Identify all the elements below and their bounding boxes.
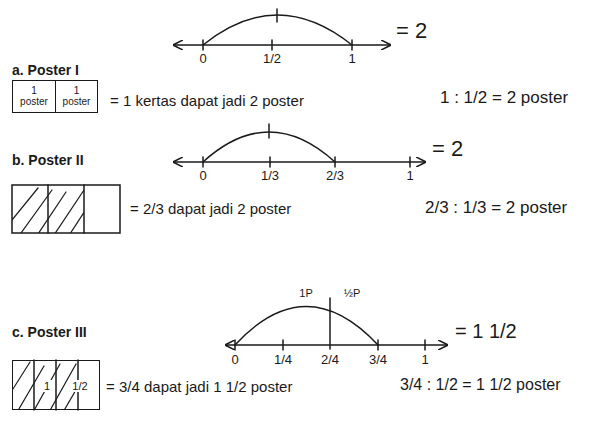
tick (269, 157, 271, 167)
statement-text: = 2/3 dapat jadi 2 poster (130, 200, 291, 217)
cell-text: 1 (42, 380, 52, 392)
tick-label: 0 (199, 169, 206, 184)
number-line (174, 161, 425, 163)
tick-label: 1/4 (274, 353, 292, 368)
divider-line (329, 298, 331, 349)
tick (271, 40, 273, 50)
tick (268, 124, 270, 138)
divider (83, 185, 85, 233)
statement-text: = 3/4 dapat jadi 1 1/2 poster (106, 378, 292, 395)
cell-text: 1 poster (13, 81, 55, 112)
tick-label: 3/4 (369, 353, 387, 368)
part-heading: c. Poster III (12, 324, 87, 340)
tick-label: 1/2 (263, 52, 281, 67)
tick-label: 1/3 (261, 169, 279, 184)
part-heading: a. Poster I (12, 62, 79, 78)
part-heading: b. Poster II (12, 152, 84, 168)
tick (409, 157, 411, 167)
cell-text: 1 poster (55, 81, 97, 112)
result-text: = 2 (396, 18, 427, 43)
tick-label: 1 (406, 169, 413, 184)
poster-box: 1 poster1 poster (12, 80, 98, 113)
equation-text: 2/3 : 1/3 = 2 poster (425, 198, 567, 218)
hatching (12, 188, 84, 233)
divider (47, 185, 49, 233)
result-text: = 1 1/2 (455, 320, 517, 343)
tick (424, 340, 426, 350)
equation-text: 1 : 1/2 = 2 poster (440, 88, 568, 108)
hatching (12, 362, 78, 410)
tick-label: 2/3 (326, 169, 344, 184)
number-line (174, 44, 390, 46)
tick-label: 1 (421, 353, 428, 368)
part-label: 1P (299, 287, 312, 300)
number-line (226, 344, 447, 346)
tick-label: 0 (231, 353, 238, 368)
divider (55, 360, 57, 410)
tick-label: 0 (199, 52, 206, 67)
result-text: = 2 (432, 136, 463, 161)
equation-text: 3/4 : 1/2 = 1 1/2 poster (400, 376, 561, 394)
part-label: ½P (344, 287, 361, 300)
poster-box: 1 1/2 (12, 360, 100, 410)
cell-text: 1/2 (70, 380, 89, 392)
tick (276, 9, 278, 22)
statement-text: = 1 kertas dapat jadi 2 poster (110, 92, 304, 109)
jump-arc (235, 307, 378, 346)
tick (282, 340, 284, 350)
tick-label: 2/4 (321, 353, 339, 368)
tick-label: 1 (348, 52, 355, 67)
